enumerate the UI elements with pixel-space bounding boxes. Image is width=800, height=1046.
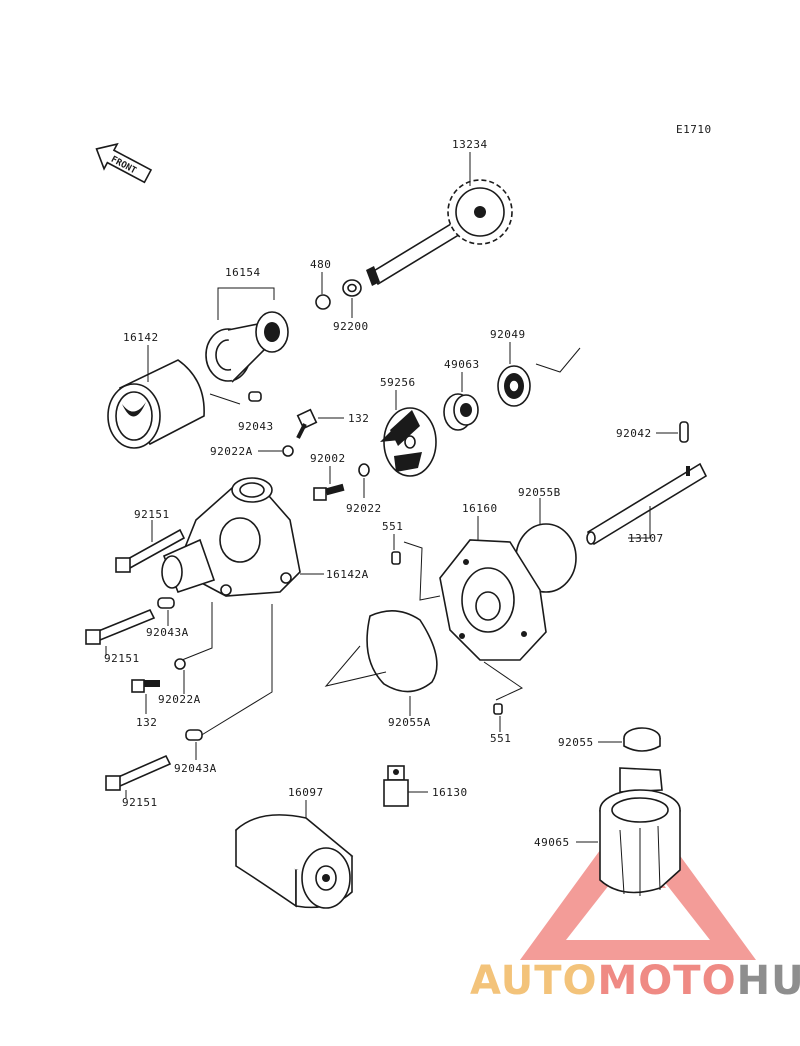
bolt-part bbox=[85, 608, 156, 645]
part-label: 16130 bbox=[432, 786, 468, 799]
bolt-part bbox=[115, 528, 186, 573]
part-label: 92151 bbox=[122, 796, 158, 809]
pin-part bbox=[679, 421, 689, 443]
shaft-part bbox=[586, 462, 708, 546]
part-label: 92043A bbox=[174, 762, 217, 775]
part-label: 92049 bbox=[490, 328, 526, 341]
part-label: 132 bbox=[136, 716, 157, 729]
bolt-part bbox=[131, 679, 160, 693]
bolt-part bbox=[105, 754, 172, 791]
o-ring-part bbox=[366, 610, 438, 693]
pin-part bbox=[248, 391, 262, 402]
part-label: 551 bbox=[382, 520, 403, 533]
part-label: 92002 bbox=[310, 452, 346, 465]
part-label: 16142A bbox=[326, 568, 369, 581]
seal-part bbox=[443, 393, 479, 431]
dowel-part bbox=[391, 551, 401, 565]
gear-shaft-part bbox=[366, 152, 513, 286]
part-label: 16154 bbox=[225, 266, 261, 279]
part-label: 13107 bbox=[628, 532, 664, 545]
part-label: 49063 bbox=[444, 358, 480, 371]
part-label: 16160 bbox=[462, 502, 498, 515]
part-label: 92055 bbox=[558, 736, 594, 749]
dowel-part bbox=[493, 703, 503, 715]
part-label: 92043A bbox=[146, 626, 189, 639]
impeller-part bbox=[380, 407, 437, 477]
part-label: 92042 bbox=[616, 427, 652, 440]
part-label: 92151 bbox=[134, 508, 170, 521]
pump-housing-part bbox=[161, 477, 301, 597]
rotor-part bbox=[205, 311, 289, 383]
watermark-logo: AUTOMOTOHUB bbox=[470, 958, 800, 1004]
cap-part bbox=[623, 727, 661, 752]
part-label: 92200 bbox=[333, 320, 369, 333]
part-label: 59256 bbox=[380, 376, 416, 389]
part-label: 92055A bbox=[388, 716, 431, 729]
part-label: 16097 bbox=[288, 786, 324, 799]
part-label: 16142 bbox=[123, 331, 159, 344]
diagram-code: E1710 bbox=[676, 123, 712, 136]
part-label: 132 bbox=[348, 412, 369, 425]
bolt-part bbox=[313, 483, 345, 501]
bolt-part bbox=[296, 408, 318, 439]
washer-part bbox=[282, 445, 294, 457]
circlip-part bbox=[315, 294, 331, 310]
logo-auto: AUTO bbox=[470, 958, 598, 1004]
part-label: 92022 bbox=[346, 502, 382, 515]
pump-cover-part bbox=[439, 539, 547, 661]
part-label: 551 bbox=[490, 732, 511, 745]
pin-part bbox=[185, 729, 203, 741]
pump-sleeve-part bbox=[107, 359, 205, 449]
strainer-part bbox=[599, 767, 681, 896]
fitting-part bbox=[383, 765, 409, 807]
part-label: 92022A bbox=[210, 445, 253, 458]
front-arrow-icon: FRONT bbox=[95, 142, 153, 184]
washer-part bbox=[174, 658, 186, 670]
part-label: 92043 bbox=[238, 420, 274, 433]
part-label: 92055B bbox=[518, 486, 561, 499]
part-label: 13234 bbox=[452, 138, 488, 151]
washer-part bbox=[358, 463, 370, 477]
part-label: 49065 bbox=[534, 836, 570, 849]
logo-moto: MOTO bbox=[597, 958, 737, 1004]
part-label: 92022A bbox=[158, 693, 201, 706]
part-label: 92151 bbox=[104, 652, 140, 665]
oil-filter-part bbox=[235, 814, 354, 909]
pin-part bbox=[157, 597, 175, 609]
part-label: 480 bbox=[310, 258, 331, 271]
bearing-part bbox=[497, 365, 531, 407]
logo-hub: HUB bbox=[736, 958, 800, 1004]
